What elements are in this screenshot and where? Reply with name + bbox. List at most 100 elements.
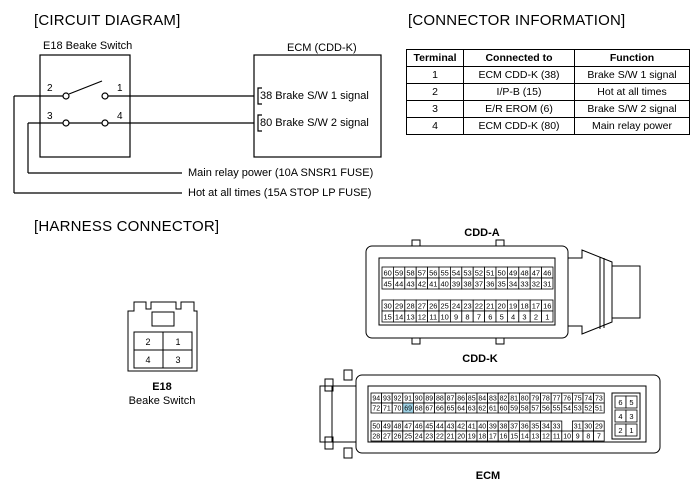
pin-number: 55 — [553, 406, 561, 413]
pin-number: 28 — [372, 434, 380, 441]
side-pin-cell — [625, 395, 638, 409]
pin-number: 56 — [542, 406, 550, 413]
pin-number: 52 — [584, 406, 592, 413]
hot-at-all-times-wire-label: Hot at all times (15A STOP LP FUSE) — [188, 187, 372, 199]
e18-pin-2: 2 — [145, 337, 150, 347]
pin-number: 35 — [498, 280, 506, 289]
pin-number: 16 — [500, 434, 508, 441]
pin-number: 54 — [452, 269, 460, 278]
pin-number: 58 — [521, 406, 529, 413]
table-row: 2 I/P-B (15) Hot at all times — [406, 83, 690, 101]
pin-number: 22 — [436, 434, 444, 441]
pin-number: 38 — [463, 280, 471, 289]
circuit-diagram-title: [CIRCUIT DIAGRAM] — [34, 12, 181, 29]
pin-number: 52 — [475, 269, 483, 278]
pin-number: 30 — [384, 302, 392, 311]
pin-number: 13 — [531, 434, 539, 441]
contact-4 — [101, 119, 109, 127]
pin-number: 42 — [418, 280, 426, 289]
pin-number: 55 — [441, 269, 449, 278]
pin-number: 80 — [521, 396, 529, 403]
pin-number: 48 — [394, 424, 402, 431]
pin-number: 60 — [500, 406, 508, 413]
cdd-a-connector — [365, 239, 641, 345]
side-pin-cell — [625, 409, 638, 423]
switch-label: E18 Beake Switch — [43, 40, 133, 52]
pin-number: 94 — [372, 396, 380, 403]
pin-number: 23 — [463, 302, 471, 311]
pin-number: 30 — [584, 424, 592, 431]
pin-number: 48 — [520, 269, 528, 278]
pin-number: 43 — [406, 280, 414, 289]
pin-number: 72 — [372, 406, 380, 413]
pin-number: 37 — [475, 280, 483, 289]
pin-number: 81 — [510, 396, 518, 403]
e18-pin-3: 3 — [175, 355, 180, 365]
pin-number: 33 — [553, 424, 561, 431]
pin-number: 50 — [372, 424, 380, 431]
pin-number: 41 — [429, 280, 437, 289]
pin-number: 70 — [394, 406, 402, 413]
pin-number: 66 — [436, 406, 444, 413]
switch-body — [39, 54, 131, 158]
pin-number: 91 — [404, 396, 412, 403]
e18-pin-4: 4 — [145, 355, 150, 365]
connected-to-cell: E/R EROM (6) — [463, 100, 575, 118]
header-terminal: Terminal — [406, 49, 464, 67]
pin-number: 53 — [574, 406, 582, 413]
side-pin-cell — [625, 423, 638, 437]
pin-number: 50 — [498, 269, 506, 278]
pin-number: 42 — [457, 424, 465, 431]
pin-number: 47 — [532, 269, 540, 278]
pin-number: 16 — [543, 302, 551, 311]
pin-number: 79 — [531, 396, 539, 403]
pin-label-1: 1 — [117, 83, 123, 94]
pin-number: 25 — [404, 434, 412, 441]
pin-number: 71 — [383, 406, 391, 413]
pin-number: 65 — [447, 406, 455, 413]
header-function: Function — [574, 49, 690, 67]
contact-3 — [62, 119, 70, 127]
pin-number: 57 — [531, 406, 539, 413]
pin-number: 28 — [406, 302, 414, 311]
e18-name: E18 — [152, 381, 172, 393]
pin-number: 12 — [542, 434, 550, 441]
side-pin-number: 5 — [629, 398, 633, 407]
pin-number: 43 — [447, 424, 455, 431]
pin-number: 23 — [425, 434, 433, 441]
pin-number: 76 — [563, 396, 571, 403]
terminal-cell: 3 — [406, 100, 464, 118]
pin-number: 59 — [395, 269, 403, 278]
pin-number: 58 — [406, 269, 414, 278]
pin-number: 18 — [520, 302, 528, 311]
pin-number: 14 — [395, 313, 403, 322]
connected-to-cell: I/P-B (15) — [463, 83, 575, 101]
pin-number: 26 — [429, 302, 437, 311]
pin-number: 38 — [500, 424, 508, 431]
pin-number: 49 — [509, 269, 517, 278]
pin-number: 15 — [384, 313, 392, 322]
pin-number: 54 — [563, 406, 571, 413]
pin-number: 68 — [415, 406, 423, 413]
switch-blade-1 — [68, 80, 103, 95]
contact-1 — [101, 92, 109, 100]
pin-number: 88 — [436, 396, 444, 403]
pin-number: 29 — [595, 424, 603, 431]
side-pin-number: 6 — [618, 398, 622, 407]
pin-number: 46 — [543, 269, 551, 278]
pin-cell — [593, 402, 605, 414]
pin-number: 10 — [563, 434, 571, 441]
terminal-cell: 2 — [406, 83, 464, 101]
ecm-connector-label: ECM — [476, 470, 500, 482]
function-cell: Brake S/W 2 signal — [574, 100, 690, 118]
side-pin-number: 2 — [618, 426, 622, 435]
pin-number: 7 — [477, 313, 481, 322]
function-cell: Main relay power — [574, 117, 690, 135]
pin-number: 6 — [488, 313, 492, 322]
pin-number: 51 — [486, 269, 494, 278]
pin-number: 44 — [395, 280, 403, 289]
pin-number: 40 — [441, 280, 449, 289]
pin-number: 92 — [394, 396, 402, 403]
pin-number: 63 — [468, 406, 476, 413]
